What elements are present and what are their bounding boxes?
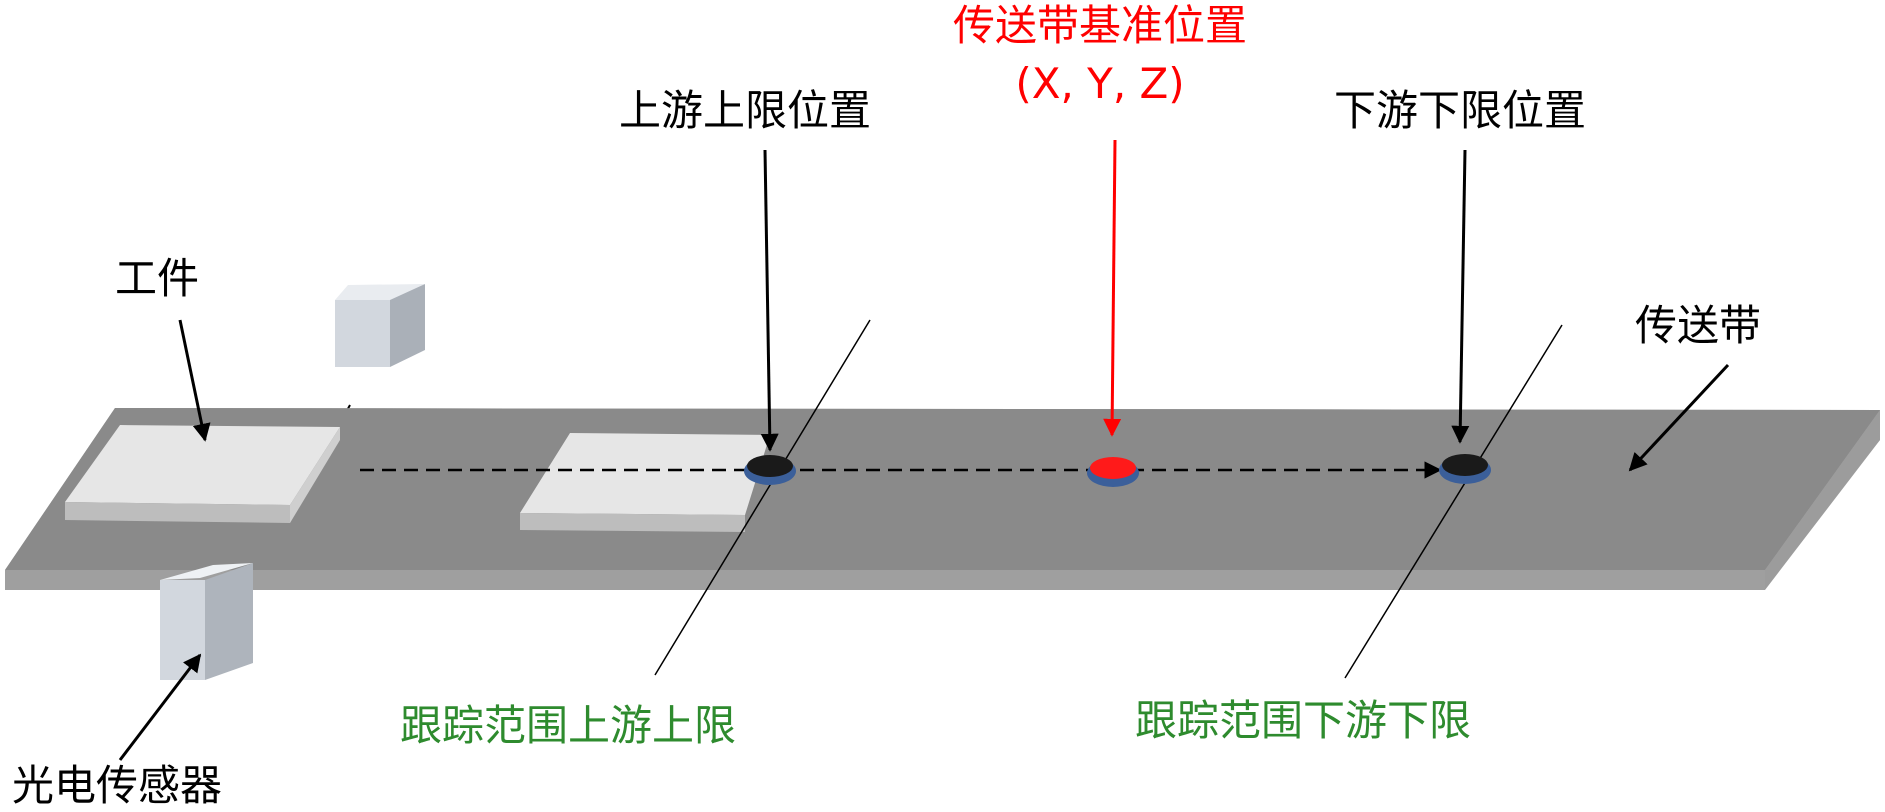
tracking-upstream-line — [654, 319, 871, 676]
upstream-limit-label: 上游上限位置 — [619, 86, 871, 135]
marker-downstream — [1439, 454, 1491, 484]
tracking-upstream-label: 跟踪范围上游上限 — [400, 701, 736, 750]
tracking-downstream-label: 跟踪范围下游下限 — [1135, 696, 1471, 745]
arrow-workpiece — [178, 319, 211, 442]
arrow-conveyor — [1628, 363, 1730, 472]
arrow-base-position — [1103, 139, 1122, 437]
downstream-limit-label: 下游下限位置 — [1334, 86, 1586, 135]
arrow-upstream-limit — [760, 149, 779, 452]
tracking-downstream-line — [1344, 324, 1563, 679]
workpiece-label: 工件 — [115, 254, 199, 303]
photo-sensor-upper — [335, 284, 425, 367]
workpiece-2 — [520, 433, 770, 532]
workpiece-1 — [65, 425, 340, 523]
base-position-label: 传送带基准位置 — [953, 1, 1247, 50]
marker-upstream — [744, 455, 796, 485]
marker-base — [1087, 457, 1139, 487]
arrow-downstream-limit — [1451, 149, 1470, 444]
arrow-photo-sensor — [118, 653, 202, 761]
photo-sensor-lower — [160, 563, 253, 680]
conveyor-label: 传送带 — [1635, 301, 1761, 350]
conveyor-belt — [5, 408, 1880, 590]
photo-sensor-label: 光电传感器 — [12, 761, 222, 810]
base-coords-label: (X, Y, Z) — [1015, 59, 1184, 108]
